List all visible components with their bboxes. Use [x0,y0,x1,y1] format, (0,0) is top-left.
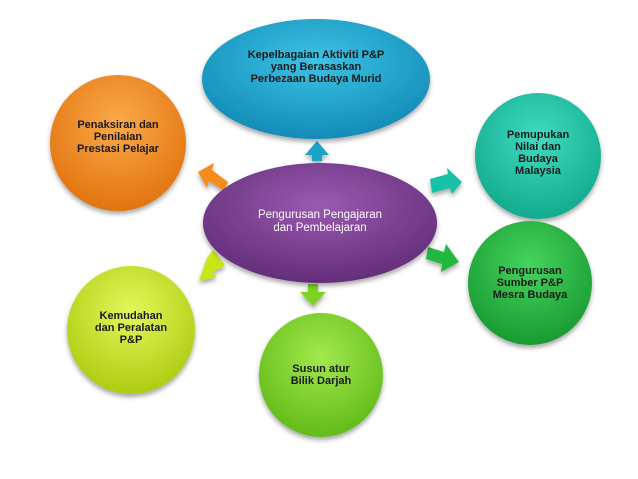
arrow-to-bottom [300,284,326,306]
node-bottom-circle [259,313,383,437]
arrow-to-left-upper [198,163,228,191]
arrow-to-left-lower [199,250,225,281]
arrow-to-top [305,141,329,161]
arrow-to-right-upper [430,168,462,194]
node-top-circle [202,19,430,139]
node-left-lower-circle [67,266,195,394]
node-right-upper-label: Pemupukan Nilai dan Budaya Malaysia [506,129,570,177]
arrow-to-right-lower [426,244,459,272]
node-left-upper-label: Penaksiran dan Penilaian Prestasi Pelaja… [77,119,159,155]
node-left-lower-label: Kemudahan dan Peralatan P&P [94,310,168,346]
node-right-lower-label: Pengurusan Sumber P&P Mesra Budaya [492,265,568,301]
center-node-circle [203,163,437,283]
node-right-lower-circle [468,221,592,345]
node-right-upper-circle [475,93,601,219]
node-left-upper-circle [50,75,186,211]
node-top-label: Kepelbagaian Aktiviti P&P yang Berasaska… [247,49,385,85]
node-bottom-label: Susun atur Bilik Darjah [290,363,352,387]
center-node-label: Pengurusan Pengajaran dan Pembelajaran [257,209,383,234]
